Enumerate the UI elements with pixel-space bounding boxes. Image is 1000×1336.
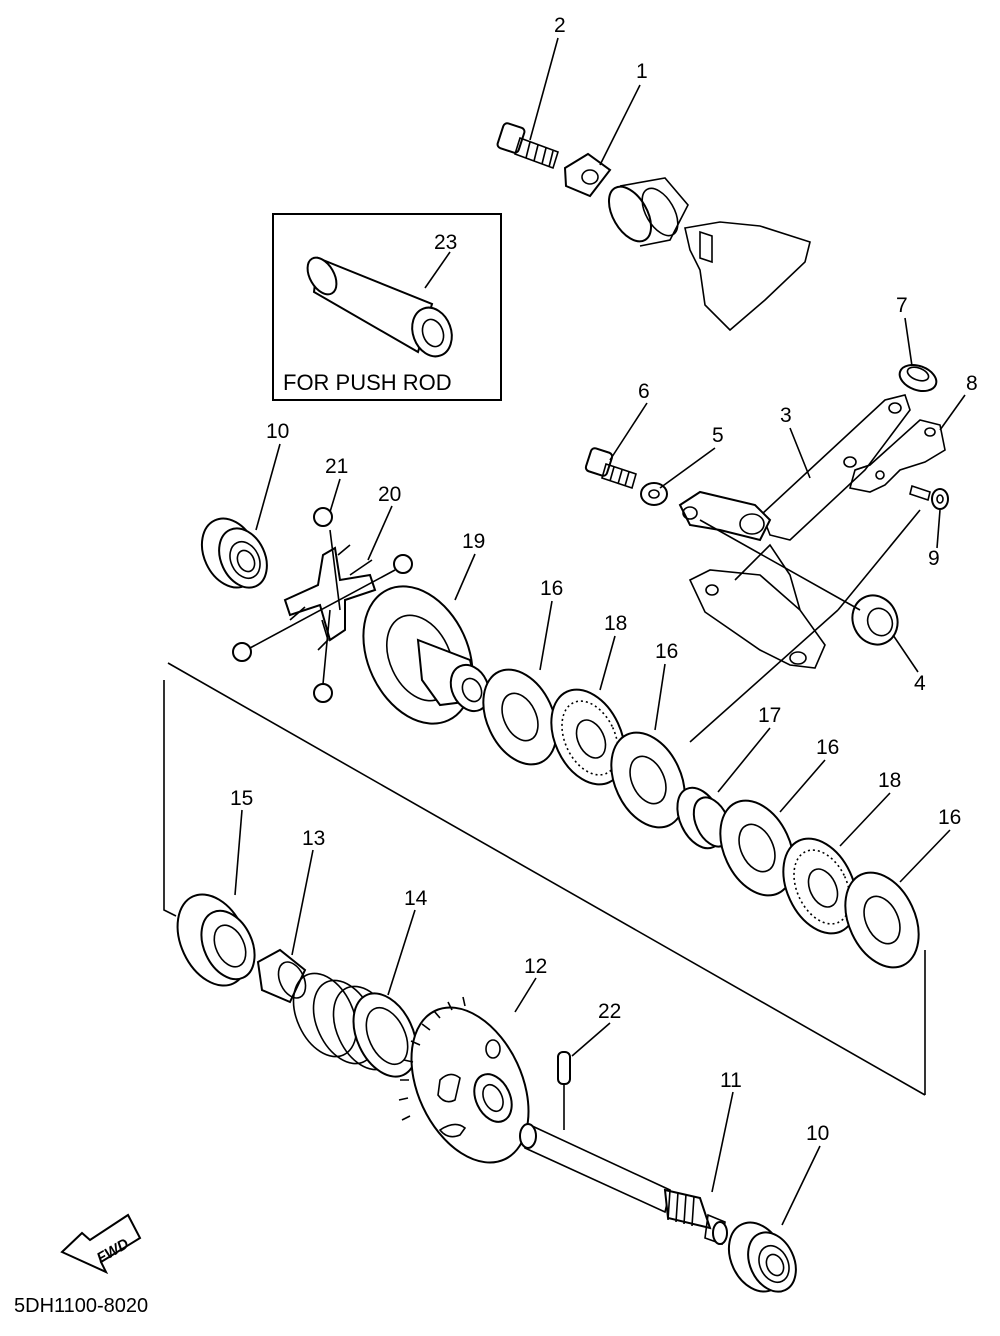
callout-22: 22 (598, 1000, 621, 1023)
shaft-part-11 (519, 1123, 728, 1246)
callout-18-a: 18 (604, 612, 627, 635)
callout-labels: 2 1 6 5 3 7 8 9 4 10 21 20 19 16 18 16 1… (230, 14, 978, 1145)
washer-part-16-d (844, 871, 920, 969)
push-rod-inset: 23 FOR PUSH ROD (272, 213, 502, 401)
inset-part-number: 23 (434, 231, 457, 254)
callout-16-c: 16 (816, 736, 839, 759)
thrust-bearing-part-18-b (782, 837, 858, 935)
callout-17: 17 (758, 704, 781, 727)
callout-21: 21 (325, 455, 348, 478)
callout-1: 1 (636, 60, 648, 83)
callout-19: 19 (462, 530, 485, 553)
pin-part-22 (557, 1051, 571, 1130)
cam-cross-part-20 (283, 544, 377, 651)
leader-lines (234, 37, 966, 1226)
bearing-part-10-lower (727, 1221, 797, 1293)
callout-3: 3 (780, 404, 792, 427)
cap-part-7 (898, 363, 938, 393)
callout-15: 15 (230, 787, 253, 810)
callout-10-upper: 10 (266, 420, 289, 443)
balls-part-21 (232, 507, 413, 703)
spring-part-14 (292, 972, 418, 1078)
collar-part-13 (256, 948, 307, 1004)
bolt-part-6 (584, 447, 637, 490)
callout-8: 8 (966, 372, 978, 395)
callout-12: 12 (524, 955, 547, 978)
callout-9: 9 (928, 547, 940, 570)
callout-5: 5 (712, 424, 724, 447)
assembly-reference-lines (163, 509, 926, 1096)
gear-part-12 (398, 996, 530, 1164)
inset-caption: FOR PUSH ROD (283, 370, 452, 395)
callout-10-lower: 10 (806, 1122, 829, 1145)
bolt-part-9 (909, 484, 949, 510)
washer-part-16-c (719, 799, 795, 897)
washer-part-16-a (482, 668, 558, 766)
callout-20: 20 (378, 483, 401, 506)
forward-arrow-icon: FWD (60, 1213, 142, 1275)
callout-2: 2 (554, 14, 566, 37)
oil-seal-part-15 (176, 893, 256, 987)
diagram-code: 5DH1100-8020 (14, 1295, 148, 1317)
collar-part-1 (563, 152, 612, 198)
callout-6: 6 (638, 380, 650, 403)
cam-part-19 (362, 585, 491, 725)
callout-16-d: 16 (938, 806, 961, 829)
lever-part-3 (678, 394, 911, 669)
arm-part-8 (848, 419, 946, 493)
callout-14: 14 (404, 887, 428, 910)
bolt-part-2 (496, 122, 559, 170)
callout-13: 13 (302, 827, 325, 850)
washer-part-16-b (610, 731, 686, 829)
collar-part-4 (851, 594, 899, 646)
callout-16-a: 16 (540, 577, 563, 600)
callout-16-b: 16 (655, 640, 678, 663)
callout-4: 4 (914, 672, 926, 695)
callout-11: 11 (720, 1069, 742, 1092)
shaft-sleeve-part (607, 177, 811, 332)
callout-18-b: 18 (878, 769, 901, 792)
thrust-bearing-part-18-a (550, 688, 626, 786)
callout-7: 7 (896, 294, 908, 317)
bearing-part-10-upper (200, 517, 268, 589)
